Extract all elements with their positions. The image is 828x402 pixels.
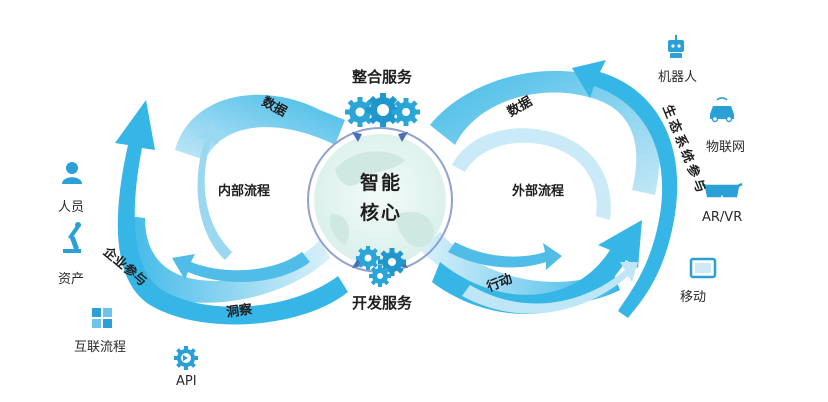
left-item-api: API bbox=[176, 374, 197, 389]
left-inner-arrow-up bbox=[197, 120, 232, 260]
car-icon bbox=[710, 97, 734, 123]
right-item-mobile: 移动 bbox=[680, 290, 707, 305]
left-upper-band bbox=[175, 94, 345, 160]
person-icon bbox=[62, 162, 82, 184]
left-insight-label: 洞察 bbox=[225, 302, 254, 321]
tablet-icon bbox=[689, 257, 717, 279]
ar-glasses-icon bbox=[701, 182, 743, 198]
internal-process-label: 内部流程 bbox=[218, 184, 271, 199]
right-inner-arrow-1 bbox=[452, 128, 611, 220]
right-action-arrow bbox=[432, 220, 642, 314]
bottom-service-label: 开发服务 bbox=[352, 294, 413, 312]
top-service-label: 整合服务 bbox=[352, 68, 413, 86]
bottom-gears-icon bbox=[356, 246, 406, 287]
left-item-assets: 资产 bbox=[58, 272, 85, 287]
right-item-arvr: AR/VR bbox=[702, 210, 743, 225]
top-gears-icon bbox=[345, 93, 420, 127]
left-item-people: 人员 bbox=[58, 200, 85, 215]
left-outer-arrow bbox=[115, 100, 348, 325]
right-inner-arrow-3 bbox=[462, 262, 638, 314]
external-process-label: 外部流程 bbox=[512, 184, 565, 199]
left-lower-band bbox=[118, 215, 330, 303]
right-inner-arrow-2 bbox=[448, 242, 562, 270]
core-label-line1: 智能 bbox=[360, 172, 403, 194]
right-item-robot: 机器人 bbox=[658, 70, 698, 85]
api-gear-icon bbox=[174, 346, 198, 370]
right-upper-band bbox=[430, 70, 660, 195]
left-inner-arrow-down bbox=[172, 252, 310, 283]
right-item-iot: 物联网 bbox=[706, 140, 746, 155]
robot-icon bbox=[668, 35, 684, 58]
robot-arm-icon bbox=[63, 222, 81, 253]
puzzle-icon bbox=[92, 308, 112, 328]
left-item-connected-process: 互联流程 bbox=[74, 340, 127, 355]
right-outer-arrow bbox=[572, 60, 678, 318]
core-label-line2: 核心 bbox=[360, 202, 403, 224]
